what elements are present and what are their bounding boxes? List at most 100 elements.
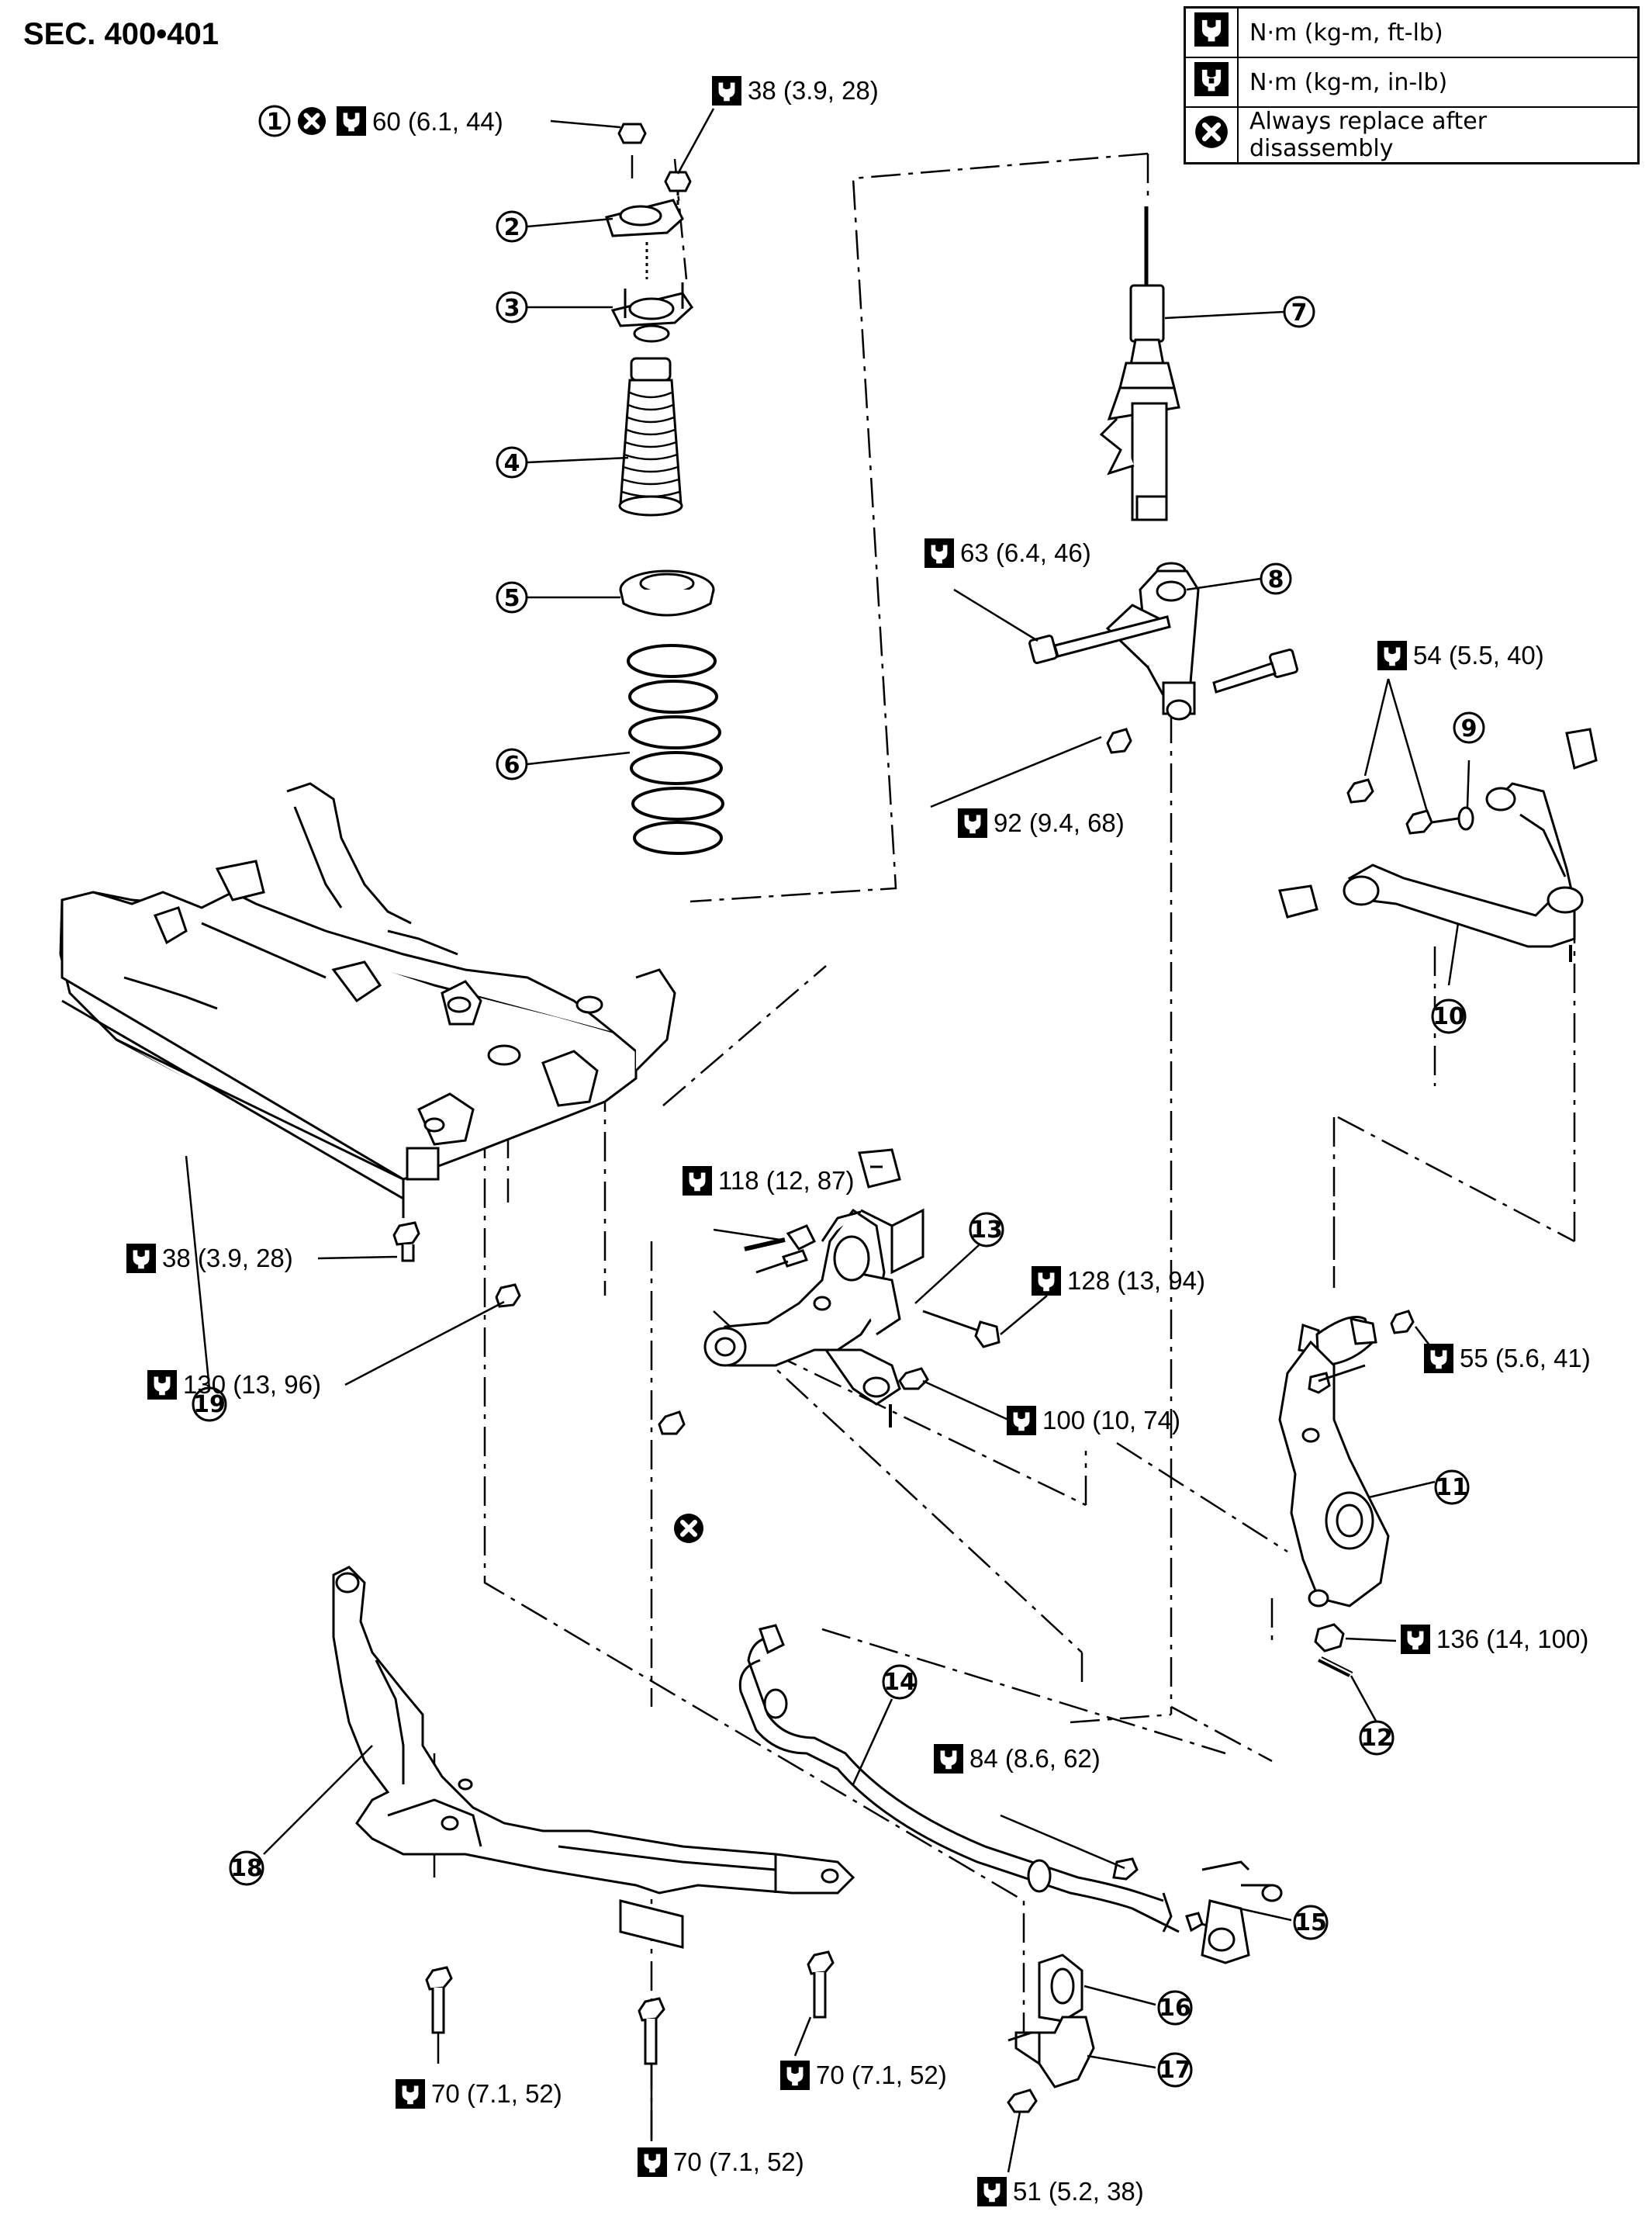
torque-label: 128 (13, 94): [1032, 1266, 1205, 1296]
svg-text:8: 8: [1268, 566, 1284, 593]
torque-label: 63 (6.4, 46): [924, 538, 1091, 568]
torque-wrench-icon: [977, 2177, 1007, 2206]
legend-table: N·m (kg-m, ft-lb) N·m (kg-m, in-lb) Alwa…: [1184, 6, 1640, 164]
always-replace-icon: [298, 107, 326, 135]
torque-label: 70 (7.1, 52): [396, 2079, 562, 2109]
torque-label: 130 (13, 96): [147, 1370, 321, 1400]
svg-text:3: 3: [504, 295, 520, 322]
svg-text:63 (6.4, 46): 63 (6.4, 46): [960, 538, 1091, 567]
torque-wrench-icon: [147, 1370, 177, 1400]
svg-text:9: 9: [1461, 715, 1477, 742]
callout-2: 2: [496, 210, 528, 243]
strut-mount-parts: [605, 123, 724, 855]
callout-11: 11: [1434, 1469, 1470, 1505]
svg-text:4: 4: [504, 450, 520, 477]
torque-wrench-inlb-icon: [1184, 57, 1239, 108]
torque-label: 100 (10, 74): [1007, 1406, 1180, 1435]
torque-label: 118 (12, 87): [683, 1166, 855, 1196]
callout-17: 17: [1157, 2052, 1193, 2088]
svg-text:6: 6: [504, 752, 520, 779]
upper-link-bolts: [1346, 778, 1474, 835]
svg-text:84 (8.6, 62): 84 (8.6, 62): [969, 1744, 1101, 1773]
connecting-rod: [1185, 1860, 1283, 1964]
torque-wrench-icon: [712, 76, 741, 106]
svg-text:38 (3.9, 28): 38 (3.9, 28): [748, 76, 879, 105]
torque-wrench-icon: [958, 808, 987, 838]
callout-19: 19: [192, 1386, 227, 1422]
stabilizer-bar: [738, 1624, 1180, 1933]
torque-label: 136 (14, 100): [1401, 1625, 1588, 1654]
svg-text:60 (6.1, 44): 60 (6.1, 44): [372, 107, 503, 136]
svg-text:15: 15: [1294, 1909, 1327, 1936]
upper-link: [1278, 728, 1598, 962]
callout-16: 16: [1157, 1990, 1193, 2026]
torque-label: 84 (8.6, 62): [934, 1744, 1101, 1774]
stabilizer-clamp: [1007, 2016, 1095, 2088]
strut-nut: [617, 123, 647, 144]
mount-nut: [664, 171, 692, 192]
svg-text:10: 10: [1433, 1003, 1465, 1030]
callout-markers: 1 2 3 4 5 6 7 8 9 10 11 12 13 14 15 16 1…: [192, 105, 1485, 2088]
leader-lines: [185, 108, 1471, 2173]
torque-wrench-icon: [1401, 1625, 1430, 1654]
callout-9: 9: [1453, 711, 1485, 744]
svg-text:11: 11: [1436, 1474, 1468, 1501]
coil-spring: [627, 644, 724, 855]
svg-text:12: 12: [1360, 1725, 1393, 1752]
strut-fork: [1105, 562, 1200, 721]
stabilizer-bushing: [1038, 1954, 1083, 2023]
callout-3: 3: [496, 291, 528, 324]
callout-12: 12: [1359, 1720, 1395, 1756]
clamp-bolt: [1007, 2088, 1038, 2113]
callout-1: 1: [258, 105, 291, 137]
callout-10: 10: [1431, 998, 1467, 1034]
torque-wrench-icon: [780, 2061, 810, 2090]
torque-label: 55 (5.6, 41): [1424, 1344, 1591, 1373]
torque-wrench-icon: [638, 2147, 667, 2177]
svg-text:18: 18: [230, 1855, 263, 1882]
svg-text:136 (14, 100): 136 (14, 100): [1436, 1625, 1588, 1653]
svg-text:19: 19: [193, 1391, 226, 1418]
torque-wrench-icon: [396, 2079, 425, 2109]
svg-text:118 (12, 87): 118 (12, 87): [718, 1166, 855, 1195]
svg-text:54 (5.5, 40): 54 (5.5, 40): [1413, 641, 1544, 670]
section-title: SEC. 400•401: [23, 17, 219, 51]
legend-text: N·m (kg-m, ft-lb): [1237, 6, 1640, 58]
legend-row: N·m (kg-m, ft-lb): [1184, 6, 1640, 58]
torque-wrench-icon: [1377, 641, 1407, 670]
dust-boot: [618, 357, 683, 517]
svg-text:13: 13: [970, 1216, 1003, 1244]
svg-text:100 (10, 74): 100 (10, 74): [1042, 1406, 1180, 1434]
torque-wrench-icon: [1184, 6, 1239, 58]
suspension-member: [59, 782, 676, 1218]
torque-label: 70 (7.1, 52): [780, 2061, 947, 2090]
callout-6: 6: [496, 748, 528, 780]
svg-text:16: 16: [1159, 1995, 1191, 2022]
svg-text:130 (13, 96): 130 (13, 96): [183, 1370, 321, 1399]
legend-row: N·m (kg-m, in-lb): [1184, 57, 1640, 108]
cross-bar-bolts: [425, 1950, 835, 2065]
torque-label: 70 (7.1, 52): [638, 2147, 804, 2177]
torque-wrench-icon: [337, 106, 366, 136]
svg-text:92 (9.4, 68): 92 (9.4, 68): [994, 808, 1125, 837]
svg-text:5: 5: [504, 585, 520, 612]
torque-label: 51 (5.2, 38): [977, 2177, 1144, 2206]
torque-wrench-icon: [934, 1744, 963, 1774]
lower-link-bolts: [658, 1224, 1001, 1435]
upper-spring-seat: [619, 569, 715, 617]
strut-assembly: [1099, 206, 1180, 521]
svg-text:7: 7: [1291, 299, 1308, 327]
svg-text:38 (3.9, 28): 38 (3.9, 28): [162, 1244, 293, 1272]
svg-text:55 (5.6, 41): 55 (5.6, 41): [1460, 1344, 1591, 1372]
torque-label: 92 (9.4, 68): [958, 808, 1125, 838]
steering-knuckle: [1278, 1310, 1415, 1607]
callout-15: 15: [1293, 1905, 1329, 1940]
torque-label: 60 (6.1, 44): [337, 106, 503, 136]
torque-wrench-icon: [924, 538, 954, 568]
svg-text:51 (5.2, 38): 51 (5.2, 38): [1013, 2177, 1144, 2206]
svg-text:70 (7.1, 52): 70 (7.1, 52): [816, 2061, 947, 2089]
legend-text: N·m (kg-m, in-lb): [1237, 57, 1640, 108]
callout-8: 8: [1260, 562, 1292, 595]
fork-bolts: [1028, 615, 1298, 754]
